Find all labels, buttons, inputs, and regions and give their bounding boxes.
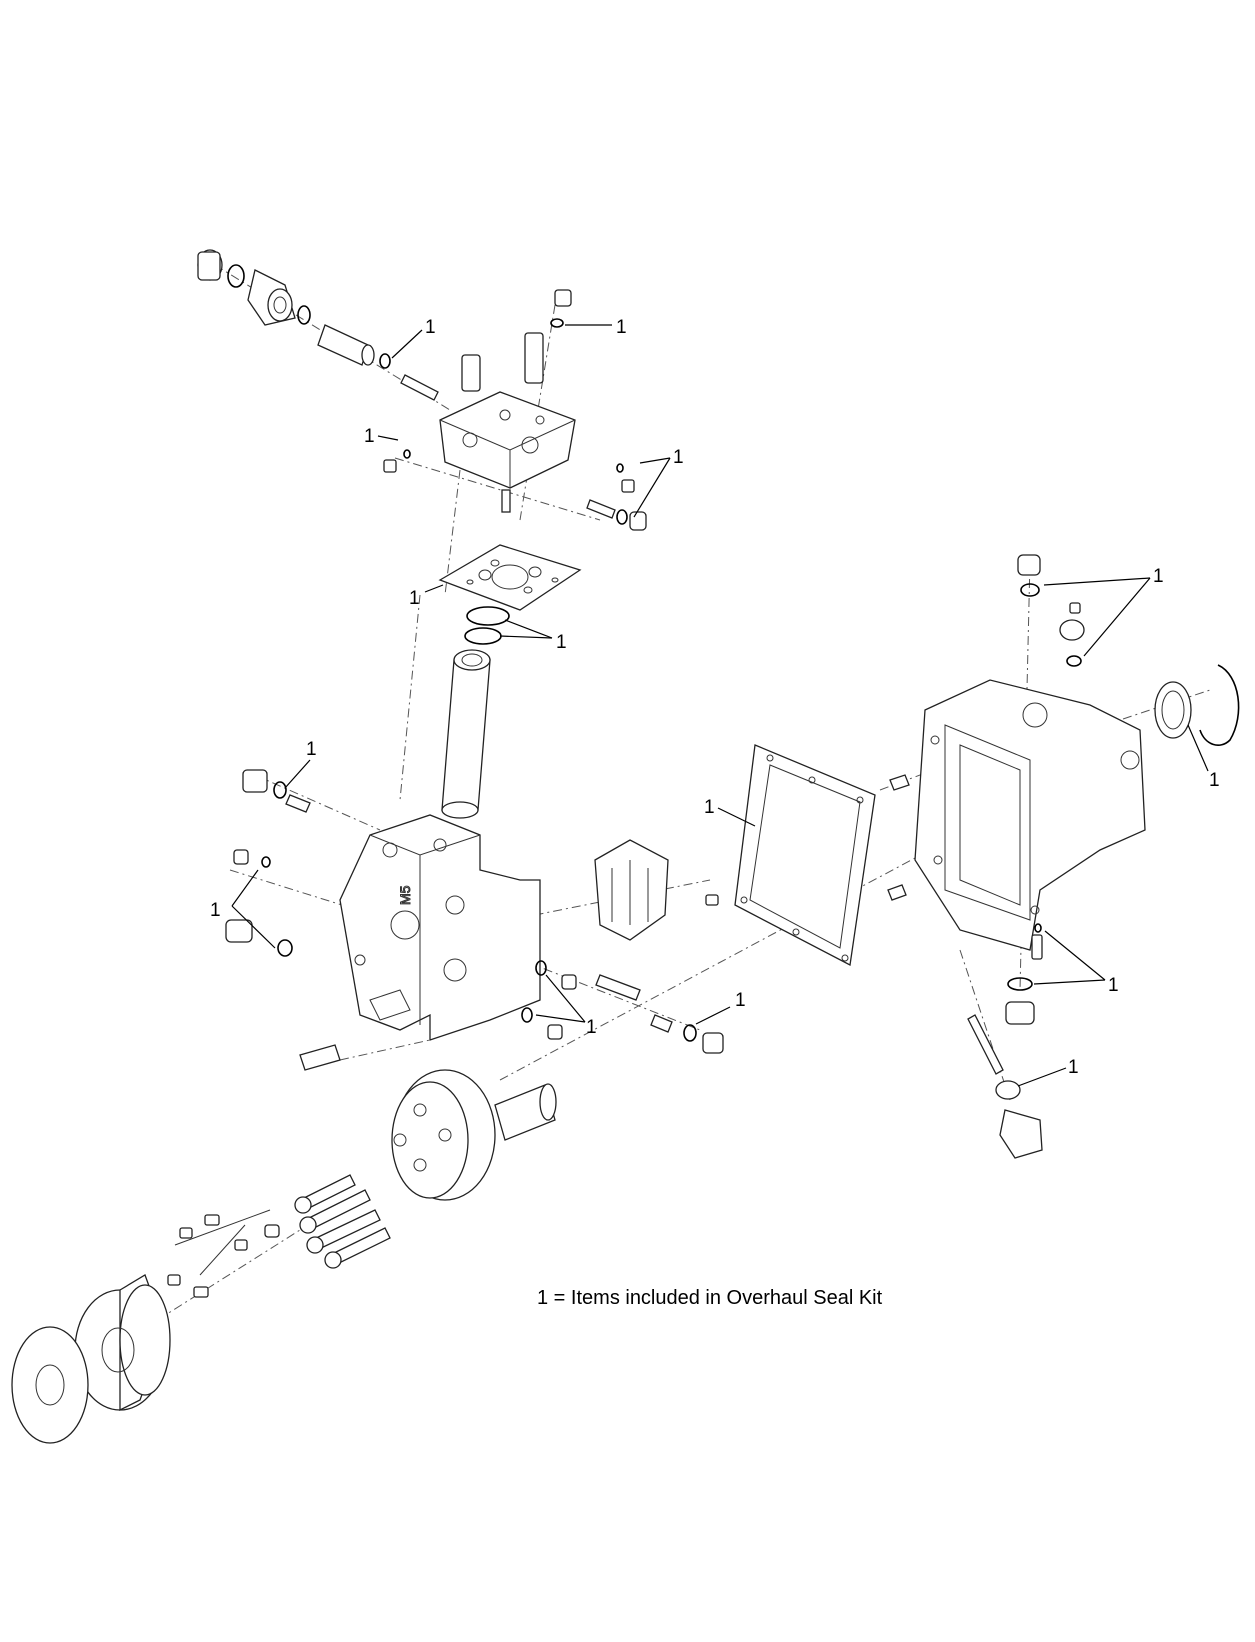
callout-label: 1: [704, 797, 715, 818]
o-ring: [227, 264, 245, 288]
o-ring-large: [466, 606, 510, 626]
spring: [285, 794, 311, 813]
fitting: [225, 919, 253, 943]
spring: [650, 1014, 673, 1033]
plug: [629, 511, 647, 531]
port-marking-m5: M5: [397, 885, 413, 905]
drive-shaft-flange: [391, 1069, 557, 1201]
plug: [1059, 619, 1085, 641]
callout-label: 1: [364, 426, 375, 447]
o-ring: [379, 353, 391, 369]
relief-plug: [242, 769, 268, 793]
spring: [967, 1014, 1004, 1075]
callout-label: 1: [1068, 1057, 1079, 1078]
control-valve-body: [439, 391, 576, 489]
callout-label: 1: [735, 990, 746, 1011]
o-ring: [403, 449, 411, 459]
o-ring: [550, 318, 564, 328]
o-ring: [616, 463, 624, 473]
valve-sleeve: [247, 269, 296, 326]
cap-screw: [461, 354, 481, 392]
retaining-ring: [1199, 664, 1240, 746]
motor-housing: [914, 679, 1146, 951]
callout-label: 1: [425, 317, 436, 338]
o-ring: [1007, 977, 1033, 991]
center-pin-assembly: [167, 1209, 280, 1298]
control-valve-assembly: [197, 249, 647, 531]
callout-leaders: [231, 324, 1209, 1087]
cylinder-block: [74, 1274, 171, 1412]
valve-pin: [400, 374, 439, 401]
callout-label: 1: [409, 588, 420, 609]
o-ring: [683, 1024, 697, 1042]
o-ring: [277, 939, 293, 957]
screw: [705, 894, 719, 906]
cap-screw: [299, 1044, 341, 1071]
o-ring: [261, 856, 271, 868]
o-ring: [1020, 583, 1040, 597]
callout-label: 1: [1153, 566, 1164, 587]
o-ring: [297, 305, 311, 325]
o-ring: [1066, 655, 1082, 667]
o-ring: [535, 960, 547, 976]
o-ring: [273, 781, 287, 799]
pin: [889, 774, 910, 791]
adjust-screw: [586, 499, 616, 519]
callout-label: 1: [616, 317, 627, 338]
callout-label: 1: [586, 1017, 597, 1038]
plug: [554, 289, 572, 307]
pin: [887, 884, 907, 901]
servo-cover: [594, 839, 669, 941]
seal: [995, 1080, 1021, 1100]
callout-label: 1: [306, 739, 317, 760]
valve-spool: [317, 324, 375, 366]
callout-label: 1: [1209, 770, 1220, 791]
pistons: [294, 1174, 391, 1269]
callout-label: 1: [673, 447, 684, 468]
callout-label: 1: [1108, 975, 1119, 996]
o-ring: [521, 1007, 533, 1023]
callout-label: 1: [556, 632, 567, 653]
set-screw: [501, 489, 511, 513]
callout-label: 1: [210, 900, 221, 921]
plug: [383, 459, 397, 473]
o-ring: [1034, 923, 1042, 933]
cap-screw: [524, 332, 544, 384]
valve-plate: [11, 1326, 89, 1444]
housing-plug: [1017, 554, 1041, 576]
fitting: [999, 1109, 1043, 1159]
control-valve-gasket: [438, 544, 582, 611]
callout-labels: 1 1 1 1 1 1 1 1 1 1 1 1 1 1 1: [210, 317, 1220, 1078]
o-ring-large: [464, 627, 502, 645]
plug: [561, 974, 577, 990]
housing-gasket: [734, 744, 876, 966]
plug: [1005, 1001, 1035, 1025]
port-block: M5: [339, 814, 541, 1041]
plug: [547, 1024, 563, 1040]
legend-text: 1 = Items included in Overhaul Seal Kit: [537, 1287, 883, 1309]
pin: [595, 974, 641, 1001]
top-left-nut: [197, 249, 223, 281]
plug: [621, 479, 635, 493]
screw: [1031, 934, 1043, 960]
plug: [233, 849, 249, 865]
o-ring: [616, 509, 628, 525]
sleeve-tube: [441, 649, 491, 819]
plug: [1069, 602, 1081, 614]
shaft-seal: [1154, 681, 1192, 739]
plug: [702, 1032, 724, 1054]
